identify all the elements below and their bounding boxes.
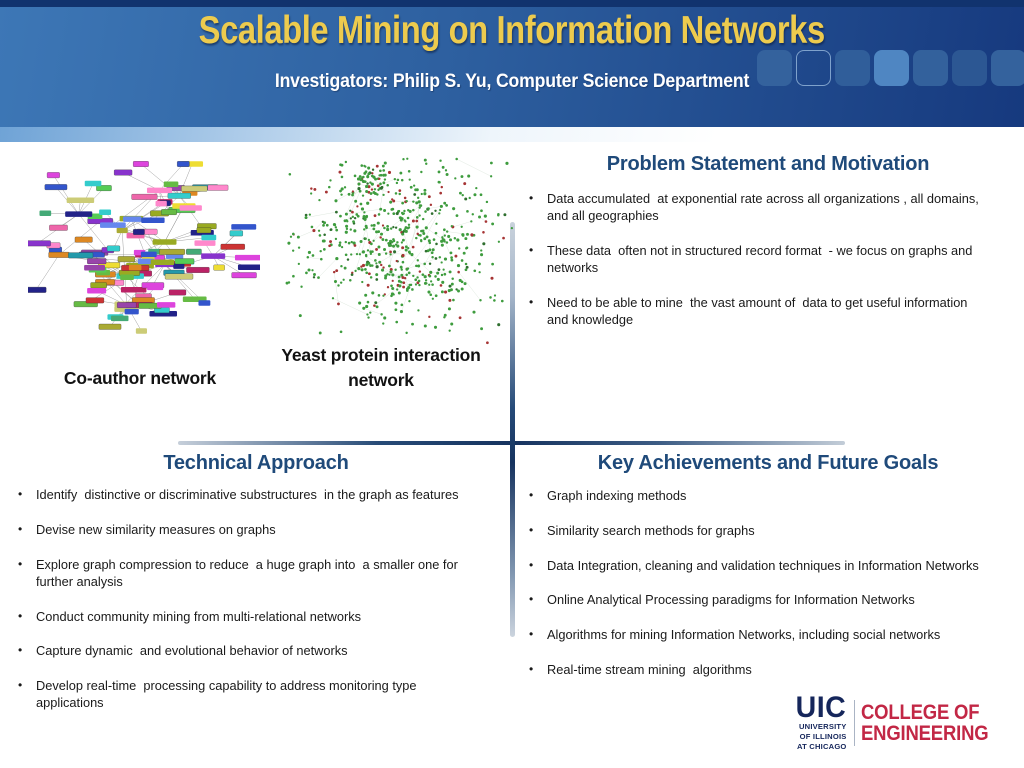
bullet-text: Capture dynamic and evolutional behavior…: [36, 643, 348, 659]
problem-bullet-list: •Data accumulated at exponential rate ac…: [527, 190, 979, 346]
bullet-marker: •: [529, 592, 534, 607]
header-decor-squares: [757, 50, 1024, 86]
bullet-item: • These data often not in structured reco…: [527, 242, 979, 276]
quadrant-divider-vertical: [510, 222, 515, 637]
uic-university-line2: AT CHICAGO: [797, 741, 847, 751]
bullet-text: Develop real-time processing capability …: [36, 678, 421, 711]
achievements-section-title: Key Achievements and Future Goals: [597, 452, 939, 474]
bullet-marker: •: [18, 643, 23, 658]
coauthor-network-label: Co-author network: [63, 368, 217, 388]
bullet-marker: •: [529, 243, 534, 257]
bullet-marker: •: [18, 556, 23, 571]
bullet-item: • Algorithms for mining Information Netwo…: [527, 626, 989, 643]
uic-college-line1: COLLEGE OF: [861, 700, 980, 724]
bullet-item: • Identify distinctive or discriminative …: [16, 486, 472, 503]
uic-college-line2: ENGINEERING: [861, 722, 989, 745]
bullet-text: Conduct community mining from multi-rela…: [36, 608, 362, 624]
technical-bullet-list: • Identify distinctive or discriminative …: [16, 486, 472, 729]
bullet-text: Similarity search methods for graphs: [547, 522, 755, 538]
bullet-marker: •: [529, 295, 534, 309]
bullet-item: • Need to be able to mine the vast amount…: [527, 294, 979, 328]
decor-square: [990, 50, 1024, 86]
technical-section-title: Technical Approach: [163, 452, 349, 474]
bullet-item: • Explore graph compression to reduce a h…: [16, 556, 472, 590]
page-title-text: Scalable Mining on Information Networks: [198, 9, 826, 52]
bullet-item: •Data accumulated at exponential rate ac…: [527, 190, 979, 224]
bullet-item: • Capture dynamic and evolutional behavio…: [16, 642, 472, 659]
page-title: Scalable Mining on Information Networks: [0, 9, 1024, 53]
decor-square: [912, 50, 948, 86]
bullet-marker: •: [529, 661, 534, 676]
bullet-marker: •: [18, 678, 23, 693]
bullet-text: Devise new similarity measures on graphs: [36, 521, 276, 537]
coauthor-network-figure: [24, 158, 262, 350]
bullet-marker: •: [529, 522, 534, 537]
bullet-item: • Similarity search methods for graphs: [527, 522, 989, 539]
bullet-text: Online Analytical Processing paradigms f…: [547, 592, 915, 608]
bullet-item: • Real-time stream mining algorithms: [527, 661, 989, 678]
uic-university-line1: UNIVERSITY OF ILLINOIS: [798, 721, 847, 741]
slide-header: Scalable Mining on Information Networks …: [0, 0, 1024, 142]
bullet-item: • Graph indexing methods: [527, 487, 989, 504]
bullet-marker: •: [18, 487, 23, 501]
bullet-marker: •: [529, 557, 534, 572]
bullet-text: Algorithms for mining Information Networ…: [547, 627, 941, 643]
bullet-marker: •: [18, 521, 23, 536]
problem-section-title: Problem Statement and Motivation: [606, 153, 930, 175]
bullet-item: • Conduct community mining from multi-rel…: [16, 608, 472, 625]
coauthor-network-svg: [24, 161, 262, 334]
bullet-text: Identify distinctive or discriminative s…: [36, 487, 459, 502]
decor-square: [757, 50, 792, 86]
investigators-subtitle-text: Investigators: Philip S. Yu, Computer Sc…: [274, 71, 750, 92]
bullet-marker: •: [529, 488, 534, 502]
uic-wordmark: UIC: [796, 690, 847, 724]
bullet-text: Explore graph compression to reduce a hu…: [36, 556, 462, 589]
achievements-bullet-list: • Graph indexing methods • Similarity searc…: [527, 487, 989, 696]
bullet-text: Need to be able to mine the vast amount …: [547, 295, 971, 328]
bullet-item: • Data Integration, cleaning and validati…: [527, 557, 989, 574]
decor-square: [951, 50, 987, 86]
bullet-text: Real-time stream mining algorithms: [547, 661, 752, 677]
bullet-marker: •: [18, 608, 23, 623]
bullet-text: Data Integration, cleaning and validatio…: [547, 557, 979, 573]
yeast-network-svg: [285, 157, 514, 345]
bullet-item: • Develop real-time processing capability…: [16, 677, 472, 711]
uic-engineering-logo: UIC UNIVERSITY OF ILLINOIS AT CHICAGO CO…: [786, 690, 1006, 752]
decor-square: [834, 50, 870, 86]
decor-square: [873, 50, 909, 86]
bullet-marker: •: [529, 191, 534, 205]
investigators-subtitle: Investigators: Philip S. Yu, Computer Sc…: [0, 71, 1024, 93]
uic-logo-right-block: COLLEGE OF ENGINEERING: [861, 700, 1006, 745]
yeast-network-figure: [283, 150, 515, 346]
uic-logo-left-block: UIC UNIVERSITY OF ILLINOIS AT CHICAGO: [786, 690, 847, 752]
decor-square: [795, 50, 831, 86]
bullet-item: • Online Analytical Processing paradigms …: [527, 591, 989, 608]
bullet-text: Graph indexing methods: [547, 488, 687, 503]
yeast-network-label: Yeast protein interaction network: [281, 345, 481, 390]
bullet-text: These data often not in structured recor…: [547, 243, 976, 276]
bullet-text: Data accumulated at exponential rate acr…: [547, 191, 983, 224]
header-top-strip: [0, 0, 1024, 7]
header-gloss-band: [0, 127, 1024, 142]
uic-logo-divider: [853, 700, 855, 746]
bullet-item: • Devise new similarity measures on graph…: [16, 521, 472, 538]
bullet-marker: •: [529, 627, 534, 642]
